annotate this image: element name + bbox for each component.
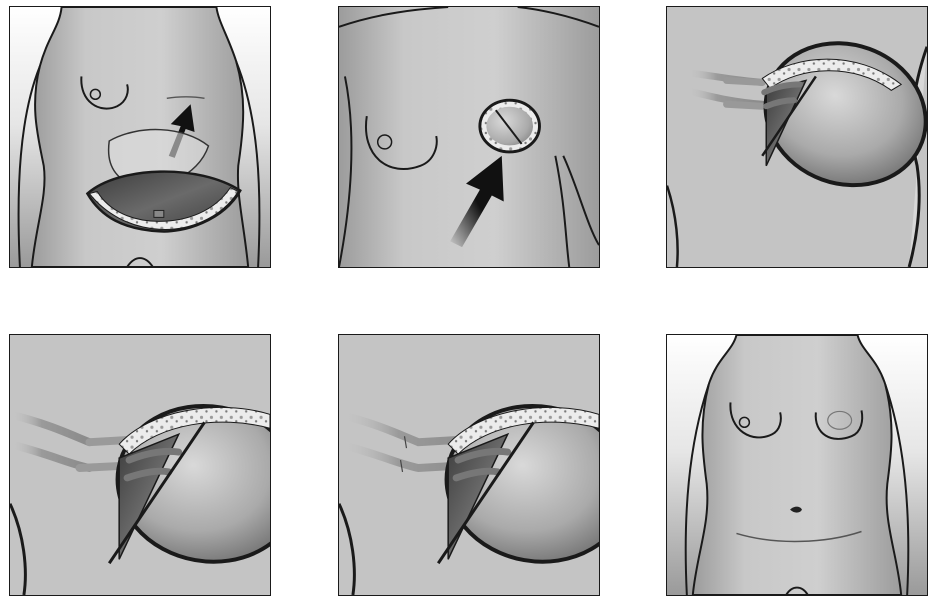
vessel-alignment-illustration <box>667 7 927 267</box>
panel-step-1 <box>9 6 271 268</box>
flap-placement-illustration <box>339 7 599 267</box>
panel-step-3 <box>666 6 928 268</box>
anastomosis-illustration <box>10 335 270 595</box>
panel-step-6 <box>666 334 928 596</box>
completed-anastomosis-illustration <box>339 335 599 595</box>
healed-result-illustration <box>667 335 927 595</box>
flap-harvest-illustration <box>10 7 270 267</box>
panel-step-2 <box>338 6 600 268</box>
panel-step-5 <box>338 334 600 596</box>
panel-step-4 <box>9 334 271 596</box>
